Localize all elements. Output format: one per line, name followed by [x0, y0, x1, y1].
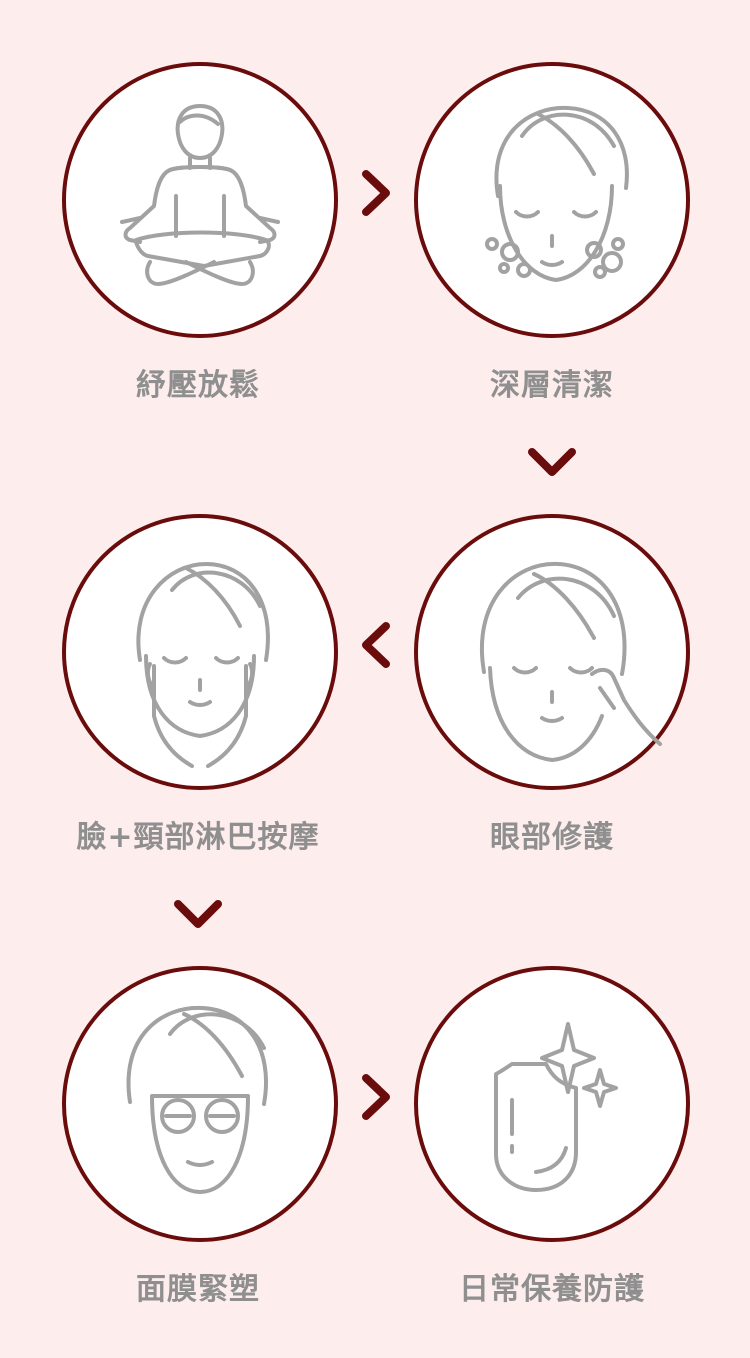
sparkle-shield-icon [494, 1022, 618, 1192]
step-5-circle [62, 966, 338, 1242]
step-6-label: 日常保養防護 [459, 1272, 645, 1307]
step-2-circle [414, 62, 690, 338]
arrow-right-icon [360, 170, 392, 216]
step-1-circle [62, 62, 338, 338]
arrow-down-icon [174, 898, 222, 930]
step-3-label: 眼部修護 [490, 820, 614, 855]
face-massage-icon [136, 562, 270, 768]
arrow-right-icon [360, 1074, 392, 1120]
arrow-left-icon [360, 622, 392, 668]
step-3-circle [414, 514, 690, 790]
step-2-label: 深層清潔 [490, 368, 614, 403]
step-4-label: 臉+頸部淋巴按摩 [76, 820, 320, 855]
arrow-down-icon [528, 446, 576, 478]
step-5-label: 面膜緊塑 [136, 1272, 260, 1307]
step-1-label: 紓壓放鬆 [136, 368, 260, 403]
face-mask-icon [126, 1005, 268, 1194]
face-cleansing-icon [485, 105, 629, 282]
eye-care-icon [480, 561, 662, 762]
step-4-circle [62, 514, 338, 790]
step-6-circle [414, 966, 690, 1242]
meditation-icon [120, 104, 280, 286]
